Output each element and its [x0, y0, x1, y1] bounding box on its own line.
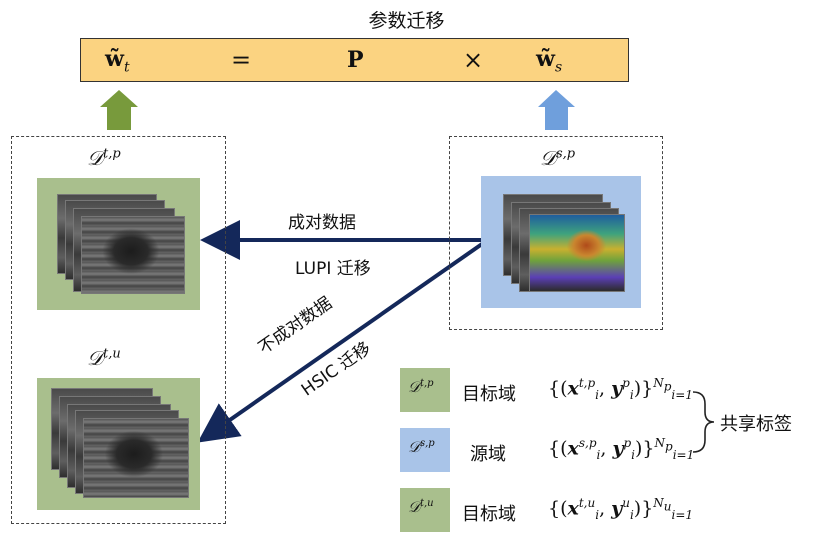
equation-lhs: w̃t — [105, 46, 130, 76]
equation-times: × — [463, 46, 484, 74]
shared-brace — [692, 391, 715, 453]
equation-equals: = — [231, 46, 252, 74]
legend-name: 目标域 — [462, 384, 516, 405]
target-paired-label: 𝒟t,p — [87, 146, 121, 170]
target-domain-panel — [11, 136, 226, 524]
source-domain-panel — [449, 136, 663, 330]
blue-up-arrow — [538, 90, 575, 130]
legend-swatch: 𝒟t,p — [400, 368, 450, 412]
legend-row: 𝒟t,p 目标域 {(xt,pi, ypi)}Npi=1 — [400, 368, 693, 416]
legend-swatch: 𝒟s,p — [400, 428, 450, 472]
paired-data-label: 成对数据 — [288, 213, 356, 233]
equation-matrix: P — [347, 47, 364, 73]
legend-row: 𝒟t,u 目标域 {(xt,ui, yui)}Nui=1 — [400, 488, 694, 536]
ultrasound-image — [81, 216, 185, 294]
source-paired-label: 𝒟s,p — [540, 146, 576, 170]
ultrasound-image — [83, 418, 189, 498]
equation-bar: w̃t = P × w̃s — [80, 38, 629, 82]
target-unpaired-label: 𝒟t,u — [87, 346, 121, 370]
legend-row: 𝒟s,p 源域 {(xs,pi, ypi)}Npi=1 — [400, 428, 694, 476]
lupi-transfer-label: LUPI 迁移 — [295, 259, 371, 279]
legend-swatch: 𝒟t,u — [400, 488, 450, 532]
target-unpaired-tile — [37, 378, 200, 510]
legend-formula: {(xt,pi, ypi)}Npi=1 — [548, 376, 693, 403]
target-paired-tile — [37, 178, 200, 310]
unpaired-arrow — [197, 242, 484, 443]
green-up-arrow — [100, 90, 138, 130]
legend-formula: {(xs,pi, ypi)}Npi=1 — [548, 436, 695, 463]
source-paired-tile — [481, 176, 641, 308]
diagram-title: 参数迁移 — [368, 10, 445, 32]
equation-rhs: w̃s — [536, 46, 563, 76]
ultrasound-image — [529, 214, 625, 292]
legend-name: 源域 — [470, 444, 506, 465]
legend-formula: {(xt,ui, yui)}Nui=1 — [548, 496, 694, 523]
legend-name: 目标域 — [462, 504, 516, 525]
shared-labels-note: 共享标签 — [720, 414, 792, 435]
